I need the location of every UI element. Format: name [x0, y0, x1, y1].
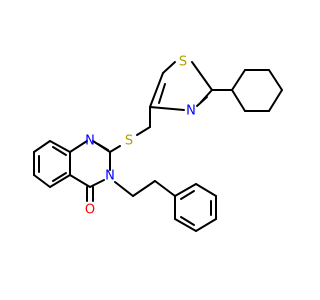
- cyclohexyl-ring: [231, 69, 283, 112]
- benzo-ring: [33, 140, 71, 188]
- pyrimidinone-ring: [69, 140, 111, 202]
- n1-quinazoline-label: N: [85, 134, 95, 149]
- thiazole-sulfur-label: S: [179, 55, 187, 70]
- carbonyl-oxygen-label: O: [85, 203, 95, 218]
- thioether-sulfur-label: S: [125, 134, 133, 149]
- thiazole-linker: [109, 61, 233, 153]
- thiazole-nitrogen-label: N: [186, 104, 196, 119]
- phenethyl-group: [114, 180, 217, 232]
- molecule-structure: N N O S S N: [33, 55, 283, 232]
- atom-labels: N N O S S N: [85, 55, 196, 218]
- n3-quinazoline-label: N: [105, 169, 115, 184]
